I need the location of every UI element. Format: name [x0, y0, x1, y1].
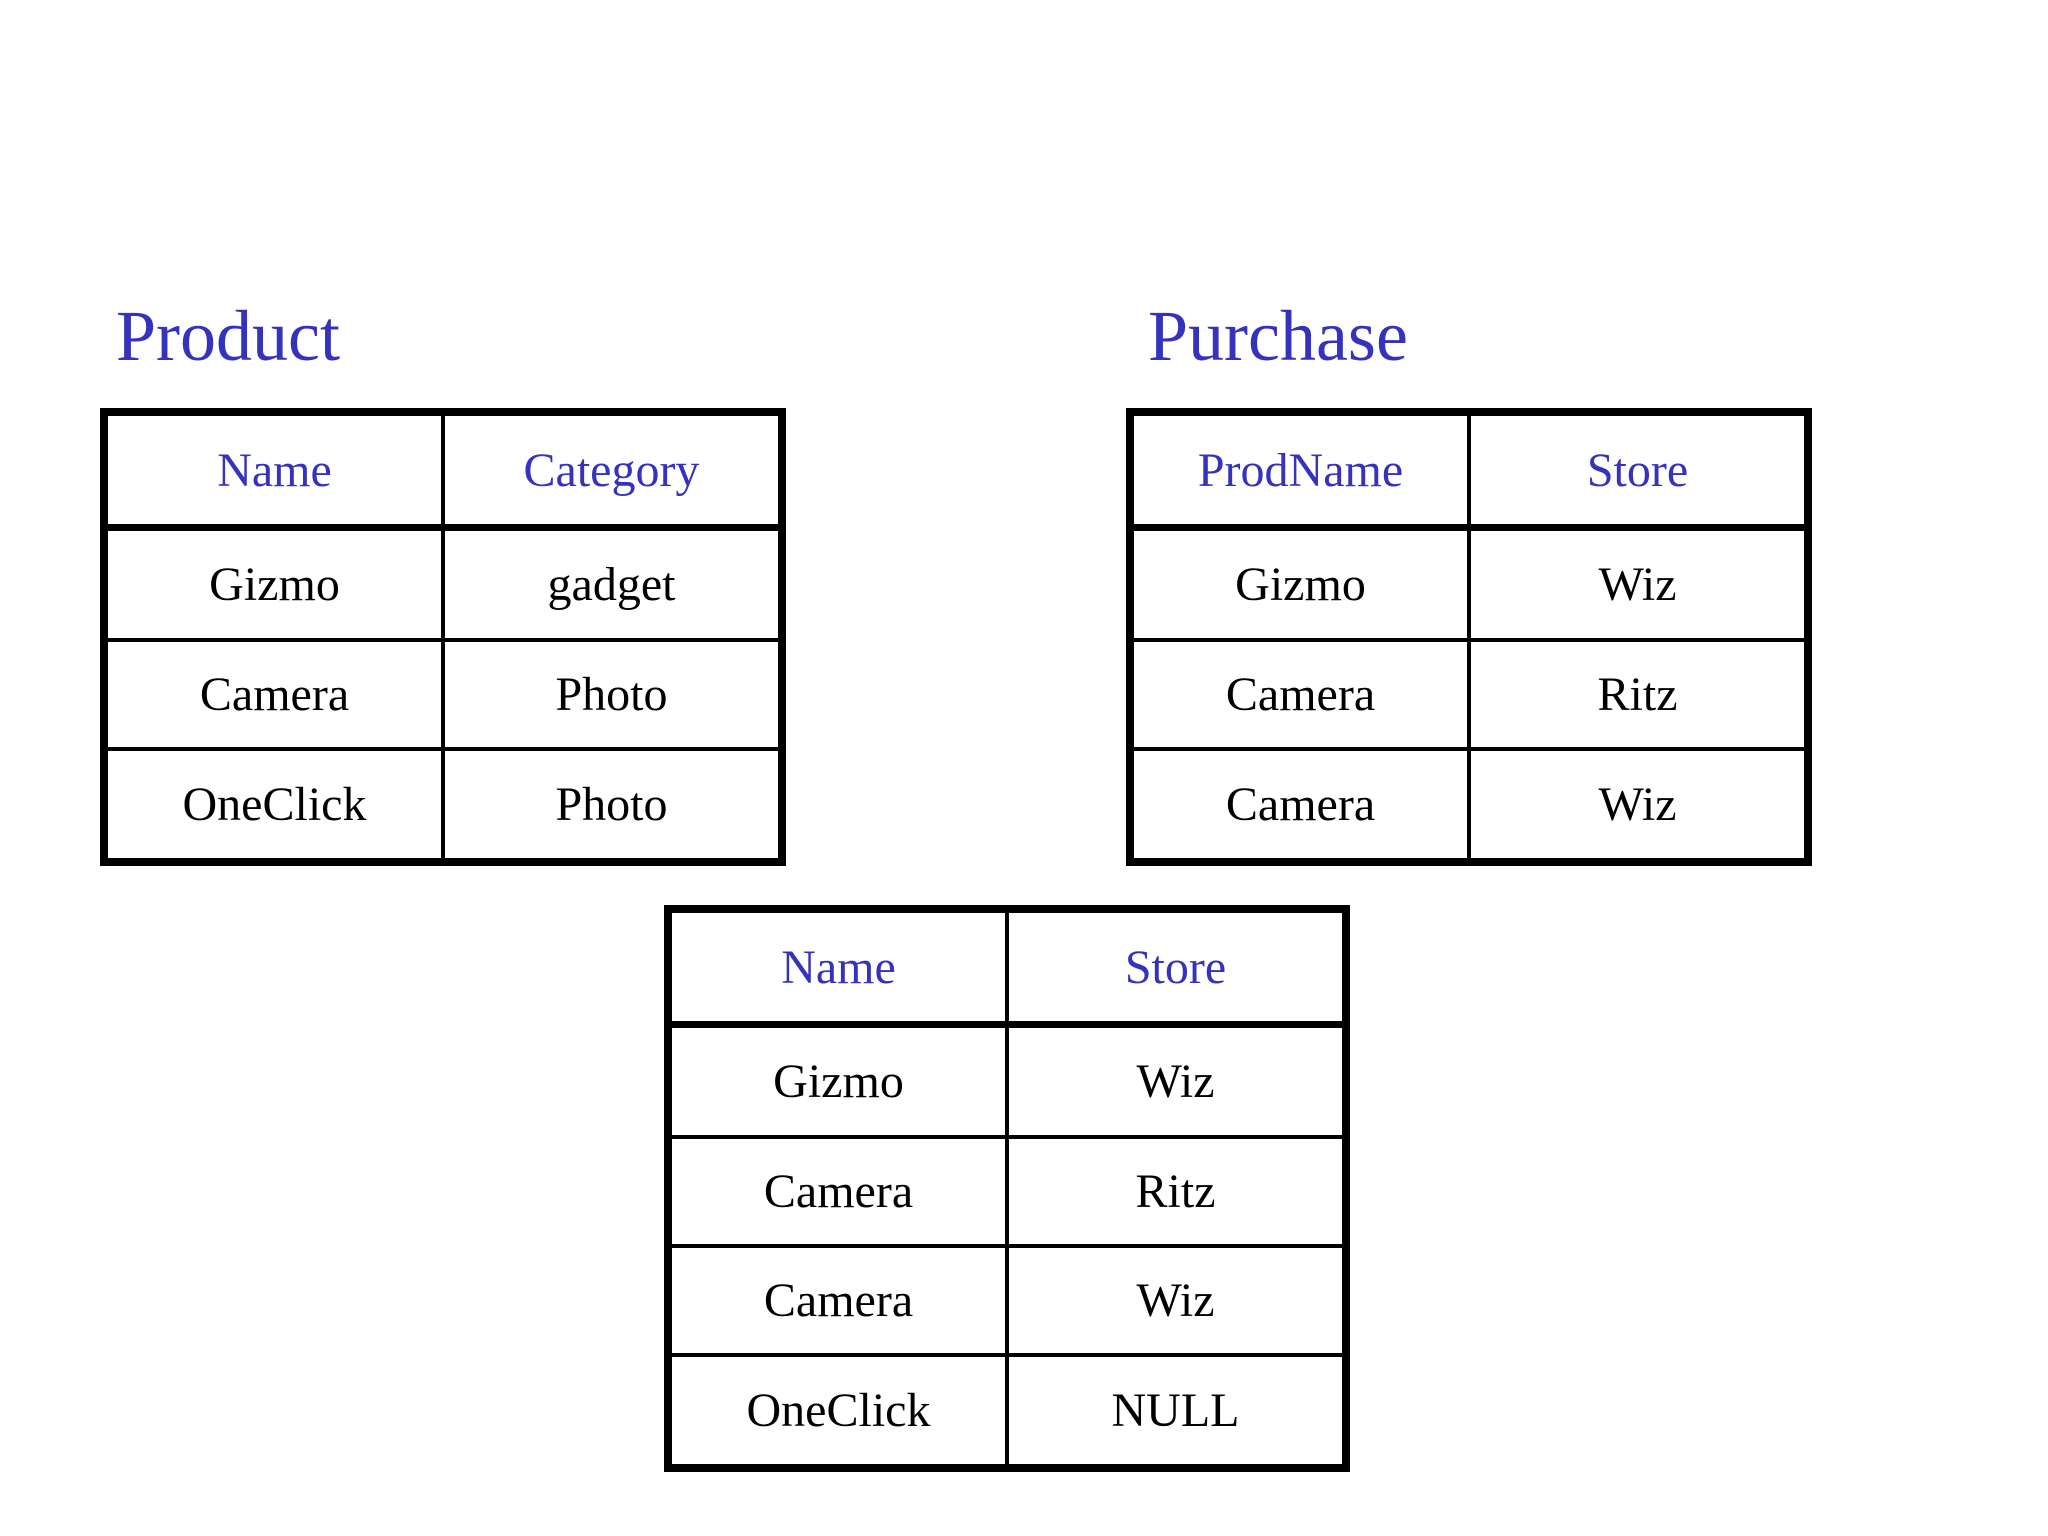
- table-row: Gizmo Wiz: [1128, 525, 1810, 642]
- table-row: Gizmo gadget: [102, 525, 784, 642]
- table-row: Camera Ritz: [666, 1134, 1348, 1248]
- purchase-header-prodname: ProdName: [1128, 410, 1471, 532]
- table-row: Camera Ritz: [1128, 637, 1810, 752]
- table-cell: gadget: [441, 525, 784, 642]
- table-cell: Camera: [1128, 747, 1471, 864]
- table-row: Gizmo Wiz: [666, 1022, 1348, 1139]
- product-header-name: Name: [102, 410, 445, 532]
- purchase-table-title: Purchase: [1148, 296, 1408, 376]
- table-cell: Wiz: [1005, 1243, 1348, 1358]
- product-header-row: Name Category: [102, 410, 784, 532]
- null-value-cell: NULL: [1005, 1353, 1348, 1470]
- table-cell: Camera: [666, 1243, 1009, 1358]
- product-table-title: Product: [116, 296, 340, 376]
- table-cell: Gizmo: [666, 1022, 1009, 1139]
- result-table: Name Store Gizmo Wiz Camera Ritz Camera …: [664, 905, 1350, 1472]
- result-header-row: Name Store: [666, 907, 1348, 1029]
- table-row: OneClick Photo: [102, 747, 784, 864]
- table-row: OneClick NULL: [666, 1353, 1348, 1470]
- table-cell: Camera: [1128, 637, 1471, 752]
- table-row: Camera Wiz: [666, 1243, 1348, 1358]
- table-cell: Wiz: [1005, 1022, 1348, 1139]
- table-cell: OneClick: [666, 1353, 1009, 1470]
- table-cell: Photo: [441, 747, 784, 864]
- result-header-store: Store: [1005, 907, 1348, 1029]
- purchase-table: ProdName Store Gizmo Wiz Camera Ritz Cam…: [1126, 408, 1812, 866]
- purchase-header-row: ProdName Store: [1128, 410, 1810, 532]
- product-header-category: Category: [441, 410, 784, 532]
- table-cell: Wiz: [1467, 525, 1810, 642]
- table-cell: Camera: [666, 1134, 1009, 1248]
- table-cell: Camera: [102, 637, 445, 752]
- table-cell: Ritz: [1005, 1134, 1348, 1248]
- table-cell: Wiz: [1467, 747, 1810, 864]
- result-header-name: Name: [666, 907, 1009, 1029]
- table-cell: OneClick: [102, 747, 445, 864]
- table-row: Camera Wiz: [1128, 747, 1810, 864]
- purchase-header-store: Store: [1467, 410, 1810, 532]
- table-cell: Ritz: [1467, 637, 1810, 752]
- table-cell: Gizmo: [102, 525, 445, 642]
- table-cell: Gizmo: [1128, 525, 1471, 642]
- table-cell: Photo: [441, 637, 784, 752]
- product-table: Name Category Gizmo gadget Camera Photo …: [100, 408, 786, 866]
- table-row: Camera Photo: [102, 637, 784, 752]
